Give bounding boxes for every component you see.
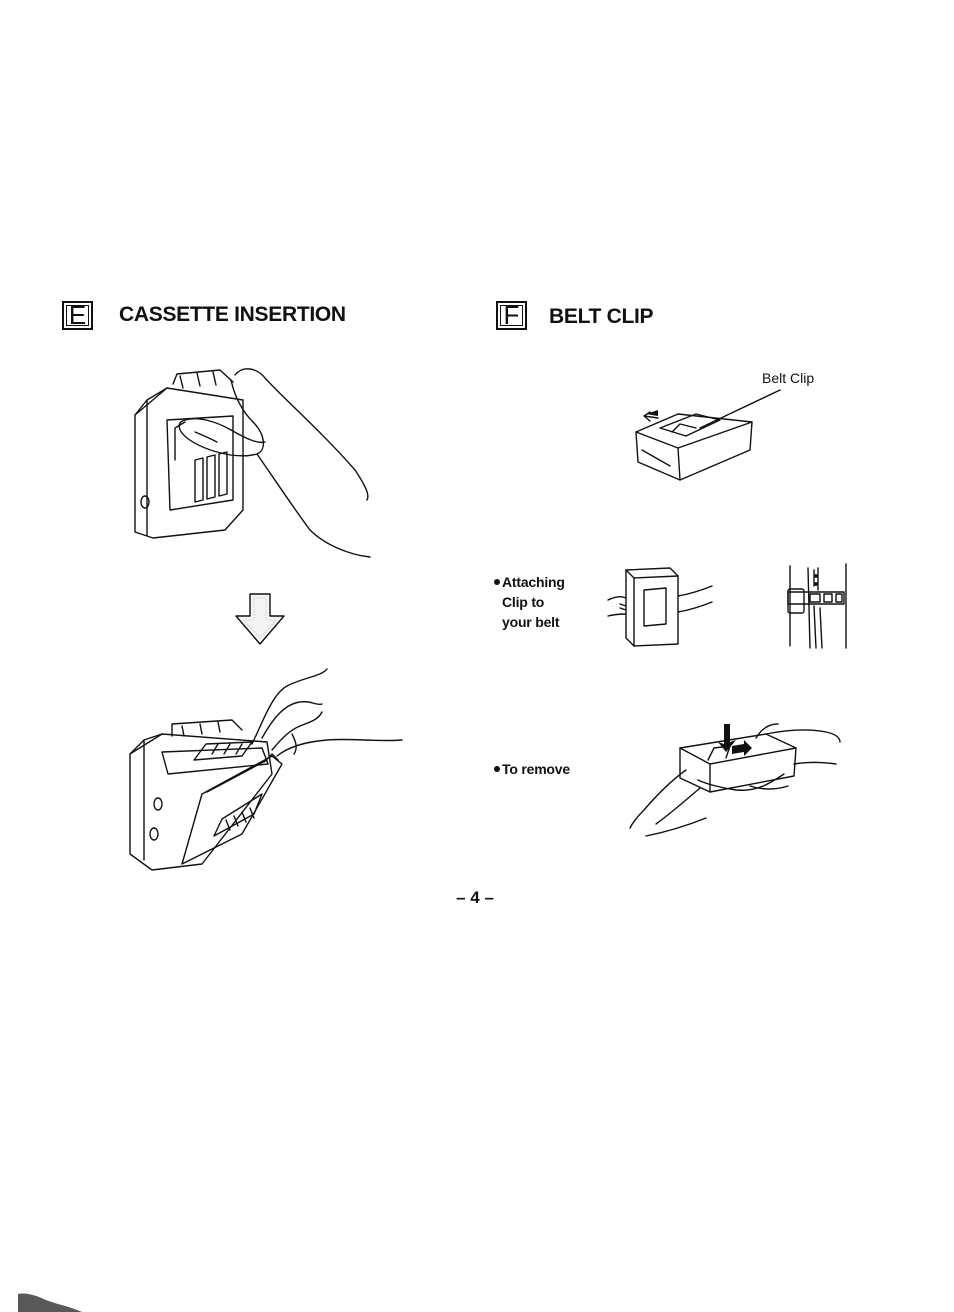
belt-clip-illustration [620, 388, 790, 488]
attaching-line-1: Attaching [494, 572, 565, 592]
attaching-line-3: your belt [502, 614, 560, 630]
page-number: – 4 – [456, 888, 494, 907]
remove-instructions: To remove [494, 759, 570, 779]
belt-clip-callout-label: Belt Clip [762, 370, 815, 386]
attaching-instructions: Attaching Clip to your belt [494, 572, 565, 632]
section-f-title: BELT CLIP [549, 305, 654, 328]
cassette-insert-illustration [122, 664, 407, 876]
down-arrow-icon [232, 592, 288, 648]
scan-smudge [18, 1293, 82, 1312]
section-e-letter: E [68, 300, 87, 330]
clip-on-belt-illustration [606, 560, 714, 650]
bullet-icon [494, 766, 500, 772]
cassette-open-lid-illustration [125, 360, 375, 560]
section-e-letter-box: E [62, 301, 93, 330]
belt-worn-illustration [784, 562, 850, 650]
bullet-icon [494, 579, 500, 585]
section-f-letter: F [503, 300, 520, 330]
section-e-title: CASSETTE INSERTION [119, 303, 346, 326]
remove-clip-illustration [626, 718, 846, 838]
remove-label: To remove [502, 761, 570, 777]
section-f-letter-box: F [496, 301, 527, 330]
attaching-line-2: Clip to [502, 594, 545, 610]
